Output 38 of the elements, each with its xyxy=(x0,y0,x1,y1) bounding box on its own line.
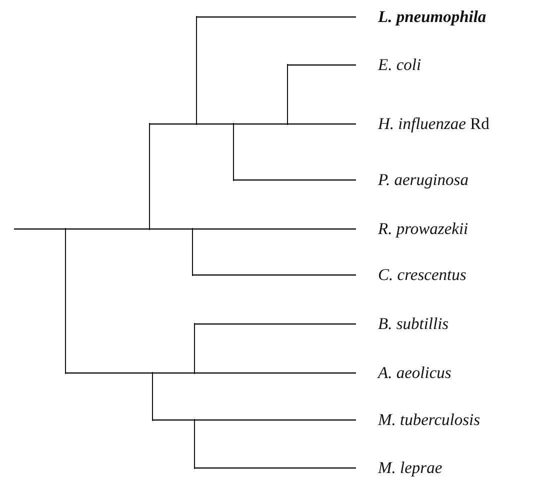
species-label: R. prowazekii xyxy=(356,218,468,240)
tree-branch xyxy=(195,419,356,421)
branch-node-line xyxy=(65,228,66,374)
tree-branch xyxy=(153,419,194,421)
tree-branch xyxy=(66,228,150,230)
species-label: A. aeolicus xyxy=(356,362,452,384)
tree-branch xyxy=(197,16,356,18)
tree-branch xyxy=(193,274,356,276)
branch-node-line xyxy=(149,123,150,230)
species-label: M. tuberculosis xyxy=(356,409,480,431)
tree-branch xyxy=(14,228,66,230)
species-label: E. coli xyxy=(356,54,422,76)
branch-node-line xyxy=(152,372,154,421)
tree-branch xyxy=(288,64,356,66)
species-label: P. aeruginosa xyxy=(356,169,468,191)
branch-node-line xyxy=(196,16,198,125)
branch-node-line xyxy=(194,323,196,374)
species-label: L. pneumophila xyxy=(356,6,486,28)
tree-branch xyxy=(66,372,152,374)
species-label: M. leprae xyxy=(356,457,442,479)
species-label: C. crescentus xyxy=(356,264,466,286)
species-label: B. subtillis xyxy=(356,313,449,335)
tree-branch xyxy=(150,123,196,125)
branch-node-line xyxy=(192,228,194,276)
tree-branch xyxy=(195,323,356,325)
tree-branch xyxy=(234,123,288,125)
tree-branch xyxy=(193,228,356,230)
branch-node-line xyxy=(233,123,234,181)
species-label: H. influenzae Rd xyxy=(356,113,490,135)
tree-branch xyxy=(195,372,356,374)
tree-branch xyxy=(234,179,356,181)
tree-branch xyxy=(197,123,234,125)
tree-branch xyxy=(153,372,194,374)
tree-branch xyxy=(195,467,356,469)
branch-node-line xyxy=(287,64,288,125)
tree-branch xyxy=(288,123,356,125)
branch-node-line xyxy=(194,419,196,469)
tree-branch xyxy=(150,228,192,230)
